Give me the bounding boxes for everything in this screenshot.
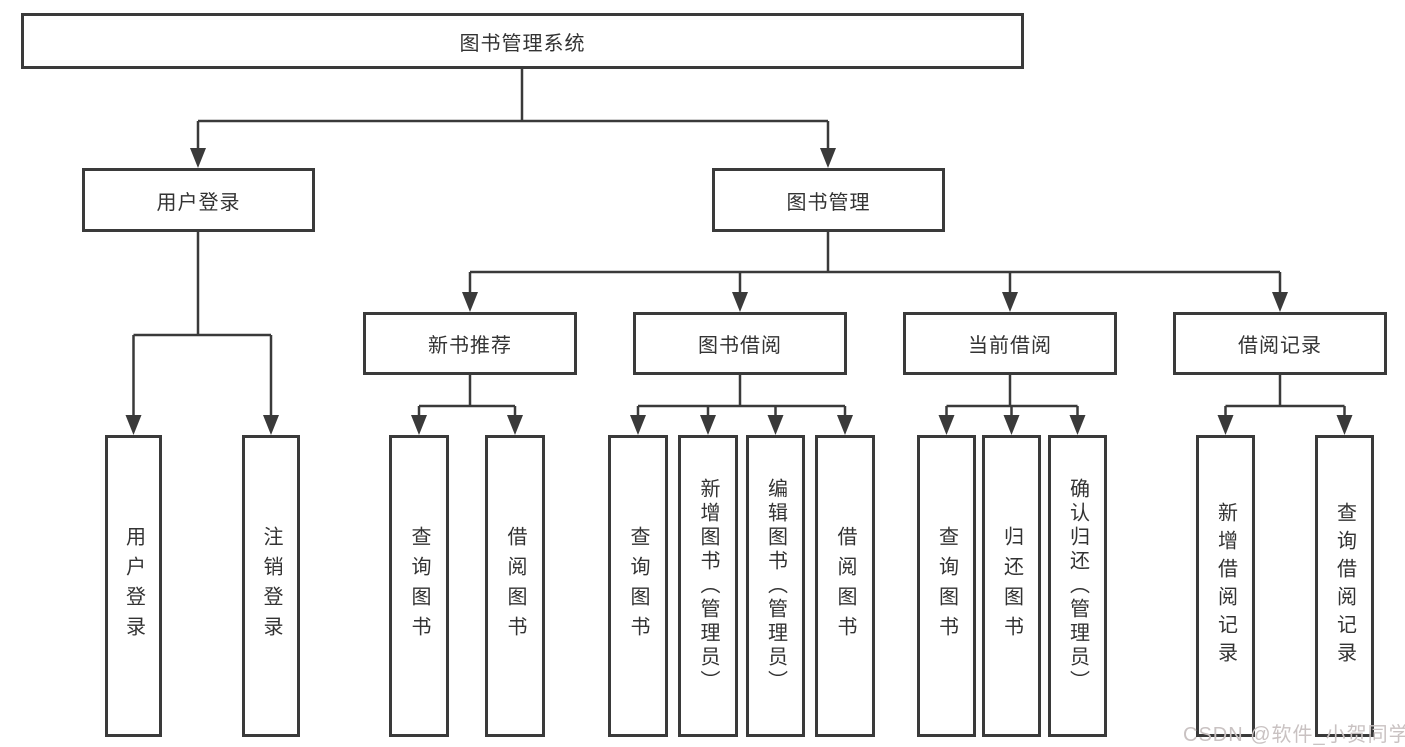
node-user-login-branch: 用户登录 — [82, 168, 315, 232]
arrowheads — [125, 148, 1353, 435]
leaf-add-borrow-record: 新增借阅记录 — [1196, 435, 1255, 737]
connector-paths — [132, 69, 1346, 419]
leaf-newbook-borrow-books: 借阅图书 — [485, 435, 545, 737]
node-library-management-system: 图书管理系统 — [21, 13, 1024, 69]
node-borrowing-records: 借阅记录 — [1173, 312, 1387, 375]
leaf-edit-books-admin: 编辑图书（管理员） — [746, 435, 805, 737]
csdn-watermark: CSDN @软件_小贺同学 — [1183, 724, 1405, 746]
leaf-borrow-query-books: 查询图书 — [608, 435, 668, 737]
node-new-book-recommend: 新书推荐 — [363, 312, 577, 375]
leaf-user-login: 用户登录 — [105, 435, 162, 737]
leaf-newbook-query-books: 查询图书 — [389, 435, 449, 737]
leaf-borrow-books: 借阅图书 — [815, 435, 875, 737]
leaf-current-query-books: 查询图书 — [917, 435, 976, 737]
leaf-return-books: 归还图书 — [982, 435, 1041, 737]
node-book-borrowing: 图书借阅 — [633, 312, 847, 375]
leaf-query-borrow-record: 查询借阅记录 — [1315, 435, 1374, 737]
leaf-confirm-return-admin: 确认归还（管理员） — [1048, 435, 1107, 737]
leaf-add-books-admin: 新增图书（管理员） — [678, 435, 738, 737]
leaf-logout: 注销登录 — [242, 435, 300, 737]
node-book-management-branch: 图书管理 — [712, 168, 945, 232]
node-current-borrowing: 当前借阅 — [903, 312, 1117, 375]
